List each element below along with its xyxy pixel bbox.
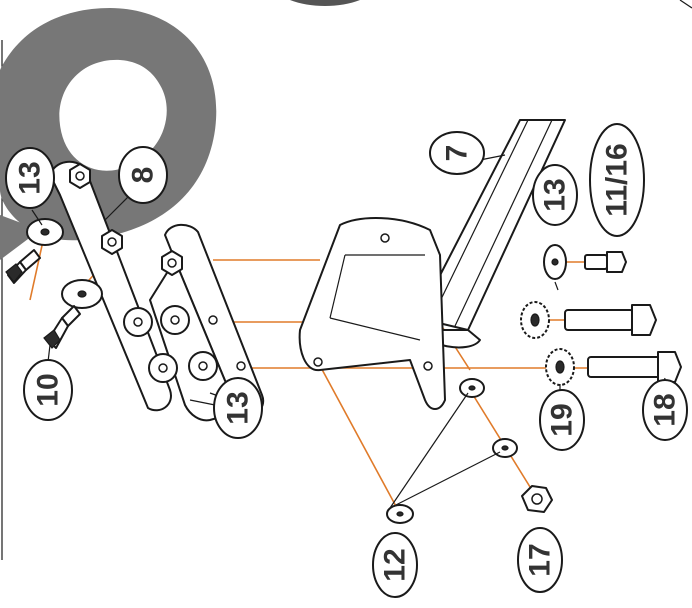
callout-18: 18 bbox=[642, 379, 688, 441]
callout-13-top-left: 13 bbox=[5, 147, 55, 209]
plate-with-washers bbox=[123, 223, 265, 422]
washer-icon bbox=[543, 244, 567, 280]
washer-icon bbox=[123, 307, 153, 337]
plate-part-8 bbox=[49, 160, 172, 412]
right-fasteners bbox=[520, 244, 682, 386]
callout-label: 10 bbox=[32, 373, 65, 406]
callout-label: 12 bbox=[379, 548, 412, 581]
lock-washer-icon bbox=[520, 301, 550, 339]
callout-13-bottom: 13 bbox=[213, 377, 263, 439]
bolt-icon bbox=[43, 305, 81, 349]
washer-icon bbox=[188, 351, 218, 381]
hex-nut-icon bbox=[69, 163, 91, 189]
washer-icon bbox=[61, 279, 103, 309]
callout-7: 7 bbox=[429, 131, 485, 175]
washer-icon bbox=[148, 353, 178, 383]
bolt-icon bbox=[564, 304, 657, 336]
callout-label: 19 bbox=[546, 403, 579, 436]
hex-nut-icon bbox=[521, 485, 553, 513]
washer-icon bbox=[386, 504, 414, 524]
center-bracket bbox=[298, 217, 446, 410]
callout-19: 19 bbox=[539, 389, 585, 451]
washer-icon bbox=[26, 218, 64, 246]
callout-label: 7 bbox=[441, 145, 474, 162]
left-fasteners bbox=[5, 218, 103, 349]
callout-17: 17 bbox=[517, 527, 563, 593]
callout-label: 17 bbox=[524, 543, 557, 576]
hex-nut-icon bbox=[101, 229, 123, 255]
callout-11-16: 11/16 bbox=[589, 123, 645, 237]
callout-label: 13 bbox=[222, 391, 255, 424]
callout-label: 18 bbox=[649, 393, 682, 426]
bottom-fasteners bbox=[386, 378, 553, 524]
callout-label: 13 bbox=[14, 161, 47, 194]
washer-icon bbox=[160, 305, 190, 335]
callout-label: 11/16 bbox=[601, 143, 634, 216]
washer-icon bbox=[459, 378, 485, 398]
callout-10: 10 bbox=[23, 359, 73, 421]
hex-nut-icon bbox=[161, 250, 183, 276]
lock-washer-icon bbox=[545, 348, 575, 386]
bolt-icon bbox=[5, 249, 41, 284]
callout-8: 8 bbox=[118, 146, 168, 204]
callout-13-top-right: 13 bbox=[532, 164, 578, 226]
callout-label: 8 bbox=[127, 167, 160, 184]
callout-12: 12 bbox=[372, 532, 418, 598]
callout-label: 13 bbox=[539, 178, 572, 211]
bolt-icon bbox=[587, 351, 682, 383]
bolt-icon bbox=[584, 251, 627, 273]
